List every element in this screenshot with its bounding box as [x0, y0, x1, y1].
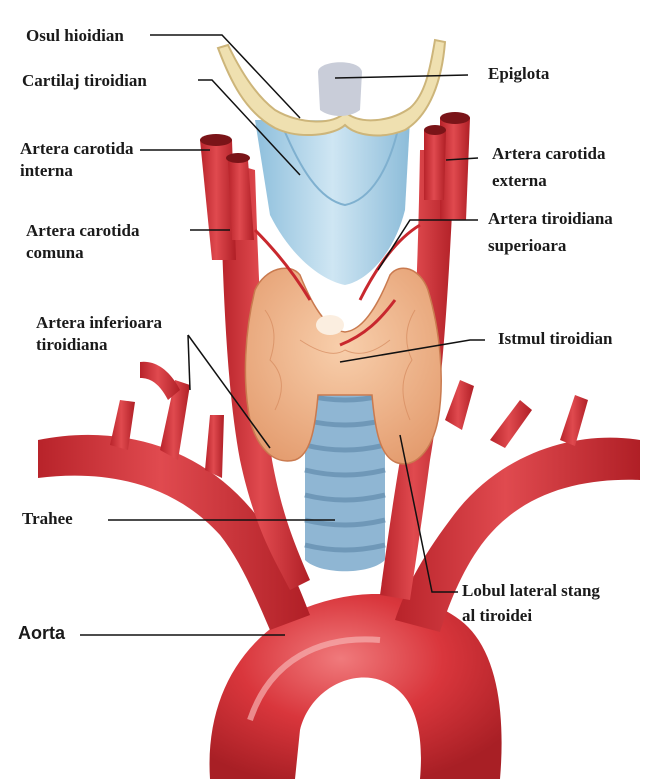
- label-artera-carotida-externa-line2: externa: [492, 170, 547, 192]
- leader-artera-tiroidiana: [378, 220, 478, 270]
- label-artera-tiroidiana-line1: Artera tiroidiana: [488, 208, 613, 230]
- leader-artera-inferioara-2: [188, 335, 190, 390]
- leader-osul-hioidian: [150, 35, 300, 118]
- label-osul-hioidian: Osul hioidian: [26, 25, 124, 47]
- label-cartilaj-tiroidian: Cartilaj tiroidian: [22, 70, 147, 92]
- leader-istmul-tiroidian: [340, 340, 485, 362]
- label-aorta: Aorta: [18, 622, 65, 644]
- label-epiglota: Epiglota: [488, 63, 549, 85]
- label-artera-carotida-comuna-line1: Artera carotida: [26, 220, 139, 242]
- leader-cartilaj-tiroidian: [198, 80, 300, 175]
- label-trahee: Trahee: [22, 508, 73, 530]
- label-artera-carotida-interna-line2: interna: [20, 160, 73, 182]
- label-artera-carotida-externa-line1: Artera carotida: [492, 143, 605, 165]
- label-lobul-lateral-line1: Lobul lateral stang: [462, 580, 600, 602]
- leader-artera-carotida-externa: [446, 158, 478, 160]
- label-lobul-lateral-line2: al tiroidei: [462, 605, 532, 627]
- leader-artera-inferioara-1: [188, 335, 270, 448]
- label-artera-carotida-comuna-line2: comuna: [26, 242, 84, 264]
- label-artera-inferioara-line2: tiroidiana: [36, 334, 107, 356]
- label-istmul-tiroidian: Istmul tiroidian: [498, 328, 612, 350]
- label-artera-tiroidiana-line2: superioara: [488, 235, 566, 257]
- label-artera-carotida-interna-line1: Artera carotida: [20, 138, 133, 160]
- leader-lobul-lateral: [400, 435, 458, 592]
- label-artera-inferioara-line1: Artera inferioara: [36, 312, 162, 334]
- leader-epiglota: [335, 75, 468, 78]
